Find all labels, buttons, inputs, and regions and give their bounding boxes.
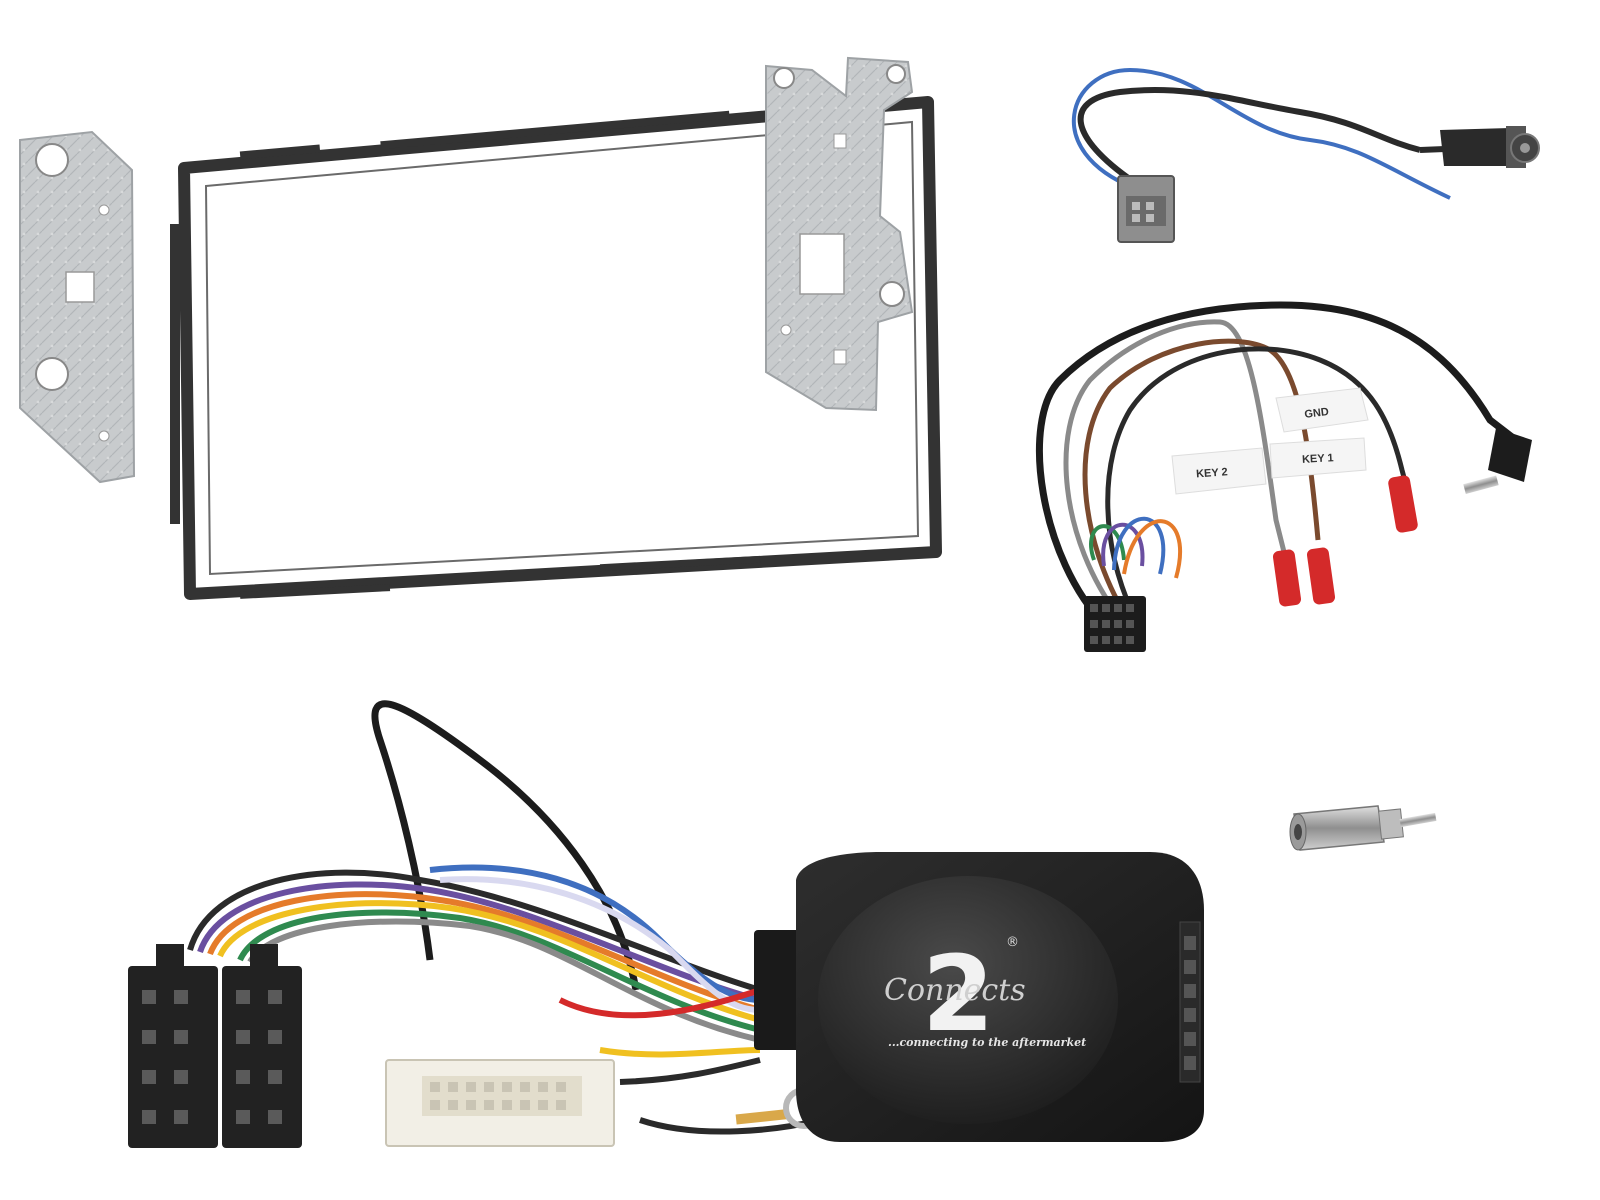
right-mounting-bracket-icon: [765, 56, 914, 412]
svg-text:Connects: Connects: [884, 973, 1026, 1008]
svg-text:KEY 1: KEY 1: [1302, 452, 1334, 466]
red-bullet-connector-icon: [1272, 475, 1418, 607]
interface-box-icon: [754, 852, 1204, 1142]
steering-patch-lead-icon: GND KEY 1 KEY 2: [1035, 301, 1532, 652]
3-5mm-jack-icon: [1463, 428, 1532, 494]
left-mounting-bracket-icon: [19, 130, 136, 484]
steering-control-interface-icon: 2 ® Connects ...connecting to the afterm…: [128, 700, 1204, 1148]
antenna-adapter-harness-icon: [1071, 67, 1540, 243]
key1-wire-tag: KEY 1: [1269, 437, 1367, 479]
double-din-fascia-icon: [170, 96, 942, 600]
key2-wire-tag: KEY 2: [1171, 447, 1267, 495]
svg-text:...connecting to the aftermark: ...connecting to the aftermarket: [888, 1036, 1086, 1049]
connects2-logo: 2 ® Connects ...connecting to the afterm…: [884, 933, 1086, 1055]
svg-text:GND: GND: [1304, 406, 1330, 421]
svg-text:KEY 2: KEY 2: [1196, 466, 1228, 480]
svg-text:2: 2: [922, 933, 994, 1055]
vehicle-connector-icon: [385, 1059, 615, 1147]
antenna-adapter-plug-icon: [1289, 805, 1437, 851]
iso-connector-icon: [128, 944, 302, 1148]
gnd-wire-tag: GND: [1275, 387, 1369, 433]
svg-text:®: ®: [1006, 935, 1019, 950]
